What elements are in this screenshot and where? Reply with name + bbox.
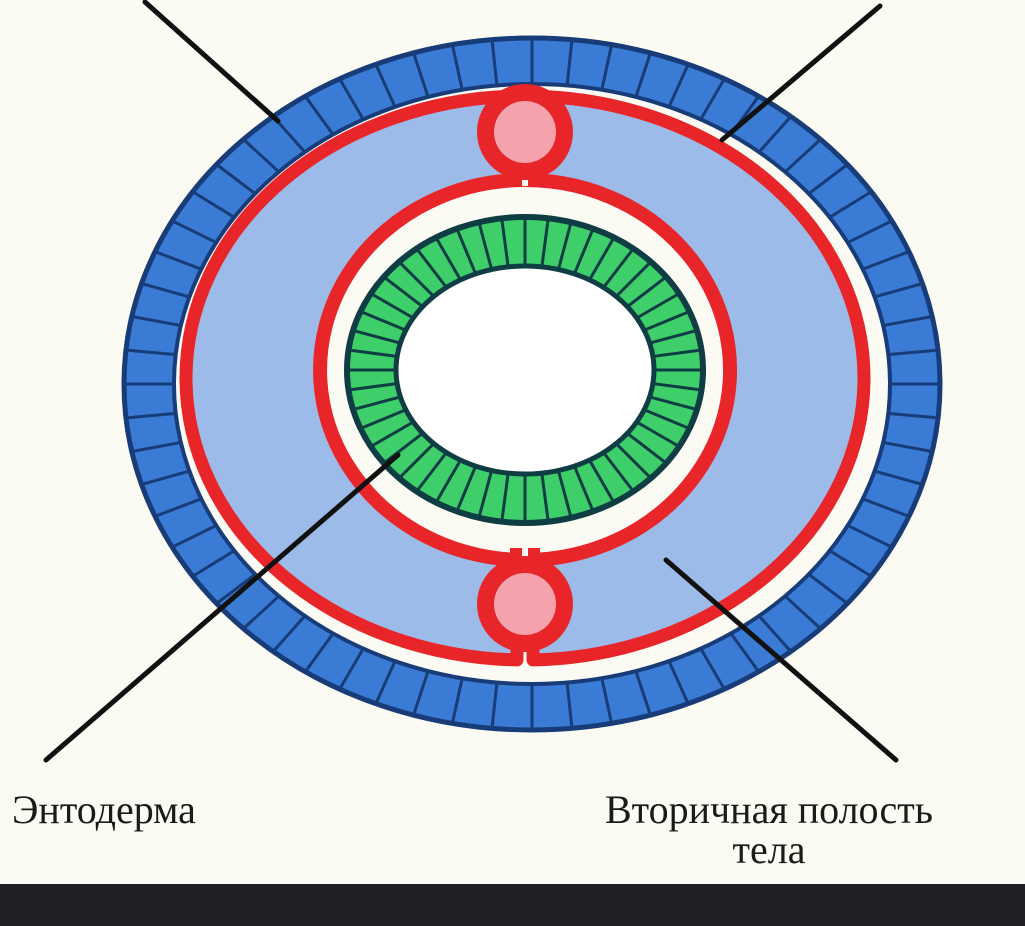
gut-lumen (396, 266, 654, 474)
cross-section-diagram (0, 0, 1025, 884)
pointer-line-mesoderm (722, 6, 880, 140)
entoderm-layer (347, 217, 703, 523)
label-secondary-body-cavity: Вторичная полость тела (605, 790, 933, 870)
label-coelom-line1: Вторичная полость (605, 790, 933, 830)
pointer-line-ectoderm (145, 2, 278, 121)
label-coelom-line2: тела (605, 830, 933, 870)
dorsal-vessel (494, 101, 556, 163)
ventral-vessel (494, 573, 556, 635)
label-entoderm: Энтодерма (12, 790, 196, 830)
bottom-bar (0, 884, 1025, 926)
